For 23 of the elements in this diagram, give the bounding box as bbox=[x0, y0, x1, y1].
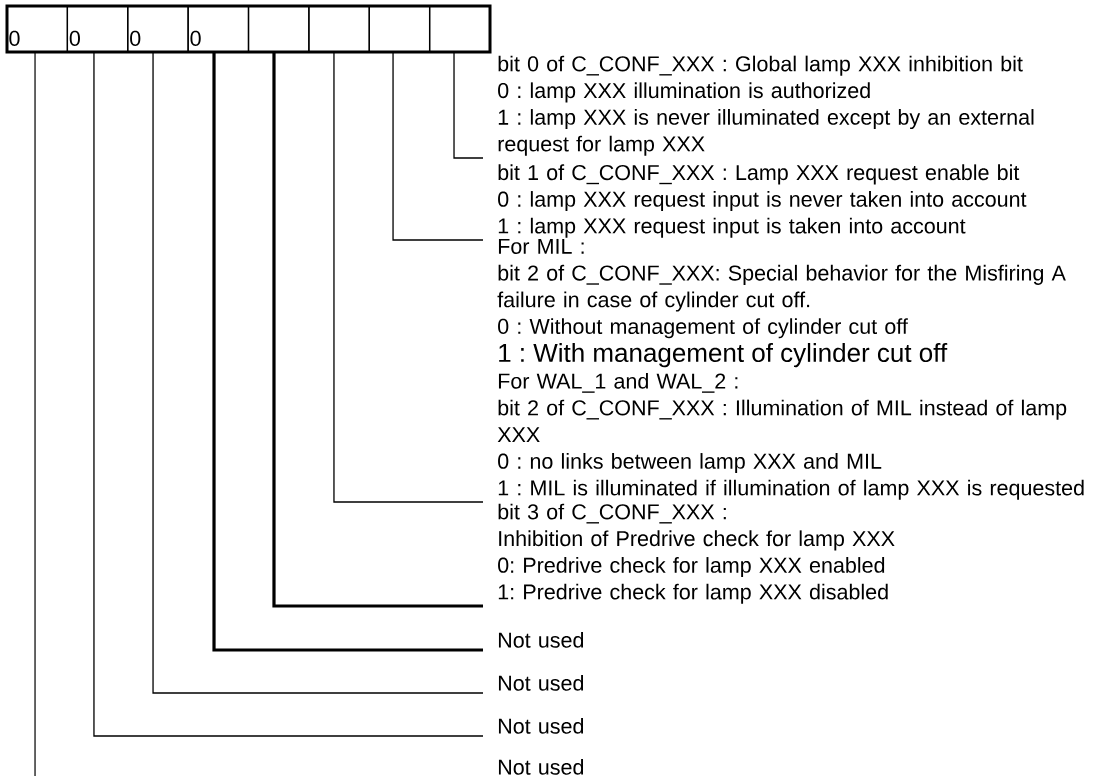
leader-line bbox=[34, 52, 36, 776]
bit-cell: 0 bbox=[6, 5, 69, 53]
description-text: Not used bbox=[498, 675, 584, 691]
leader-line bbox=[93, 52, 484, 737]
bit-cell bbox=[247, 5, 310, 53]
leader-line bbox=[272, 52, 483, 608]
register-box bbox=[5, 4, 492, 54]
description-text: bit 3 of C_CONF_XXX : Inhibition of Predrive check for lamp XXX 0: Predrive check for lamp XXX enabled 1: Predrive check for lamp XXX disabled bbox=[498, 503, 895, 604]
leader-line bbox=[453, 52, 484, 159]
bit-cell bbox=[308, 5, 370, 53]
bit-cell: 0 bbox=[187, 5, 250, 53]
bit-cell: 0 bbox=[127, 5, 189, 53]
bit-cell bbox=[368, 5, 431, 53]
leader-line bbox=[392, 52, 484, 241]
description-text: Not used bbox=[498, 759, 584, 775]
leader-line bbox=[333, 52, 484, 503]
leader-line bbox=[212, 52, 483, 652]
description-text: Not used bbox=[498, 632, 584, 648]
leader-line bbox=[152, 52, 484, 694]
bit-cell bbox=[429, 5, 491, 53]
description-text: Not used bbox=[498, 718, 584, 734]
description-text: bit 1 of C_CONF_XXX : Lamp XXX request enable bit 0 : lamp XXX request input is never taken into account 1 : lamp XXX request input is taken into account bbox=[498, 164, 1027, 238]
bit-cell: 0 bbox=[66, 5, 129, 53]
